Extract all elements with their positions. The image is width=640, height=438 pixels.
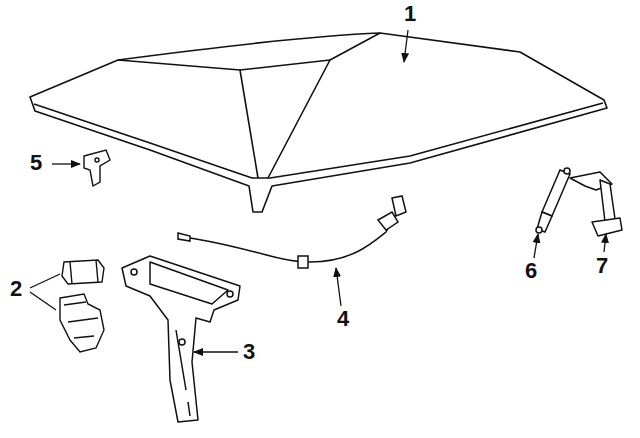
callout-number: 1 <box>404 3 416 25</box>
release-cable <box>178 196 406 268</box>
latch-bumpers <box>60 260 104 352</box>
hood-strut <box>536 168 570 233</box>
callout-number: 5 <box>30 152 42 174</box>
callout-number: 2 <box>10 278 22 300</box>
callout-number: 7 <box>596 255 608 277</box>
hood-panel <box>30 33 607 212</box>
hood-clip <box>84 150 110 186</box>
callout-number: 3 <box>243 341 255 363</box>
hood-latch <box>122 256 240 422</box>
leader-lines <box>30 30 606 352</box>
callout-number: 4 <box>337 308 349 330</box>
hood-hinge <box>570 172 622 236</box>
callout-number: 6 <box>525 260 537 282</box>
